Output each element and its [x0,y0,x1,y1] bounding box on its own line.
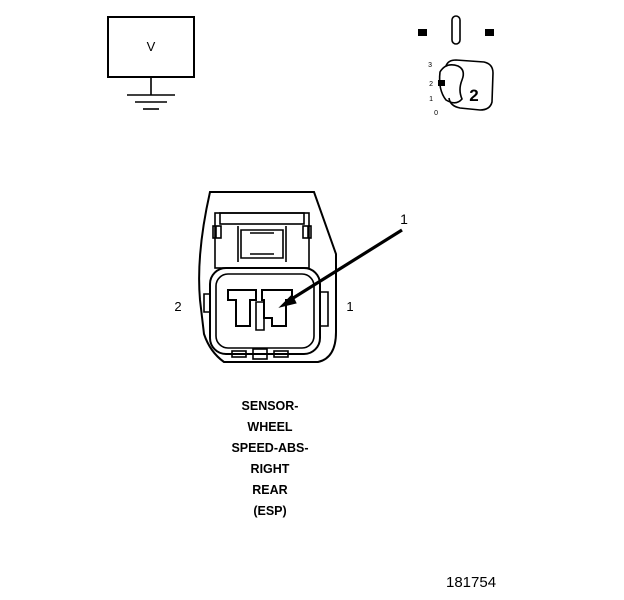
pin-number-label: 2 [174,299,181,314]
caption-line: SPEED-ABS- [231,441,309,455]
figure-number: 181754 [446,574,497,591]
caption-line: RIGHT [250,462,290,476]
ignition-key-icon: 3 2 1 0 2 [418,15,494,117]
key-position-label: 0 [434,110,438,117]
caption-line: (ESP) [253,504,287,518]
key-selected-position: 2 [469,86,478,105]
caption-line: REAR [252,483,288,497]
callout-number: 1 [400,211,408,227]
component-caption: SENSOR- WHEEL SPEED-ABS- RIGHT REAR (ESP… [200,396,340,522]
callout-arrow [278,228,403,308]
pin-number-label: 1 [346,299,353,314]
connector-face [198,191,337,363]
key-position-label: 1 [429,96,433,103]
caption-line: WHEEL [247,420,293,434]
voltmeter-label: V [147,39,156,54]
ground-icon [127,77,175,110]
key-position-label: 2 [429,81,433,88]
key-position-label: 3 [428,62,432,69]
caption-line: SENSOR- [241,399,299,413]
voltmeter-symbol: V [107,16,195,78]
